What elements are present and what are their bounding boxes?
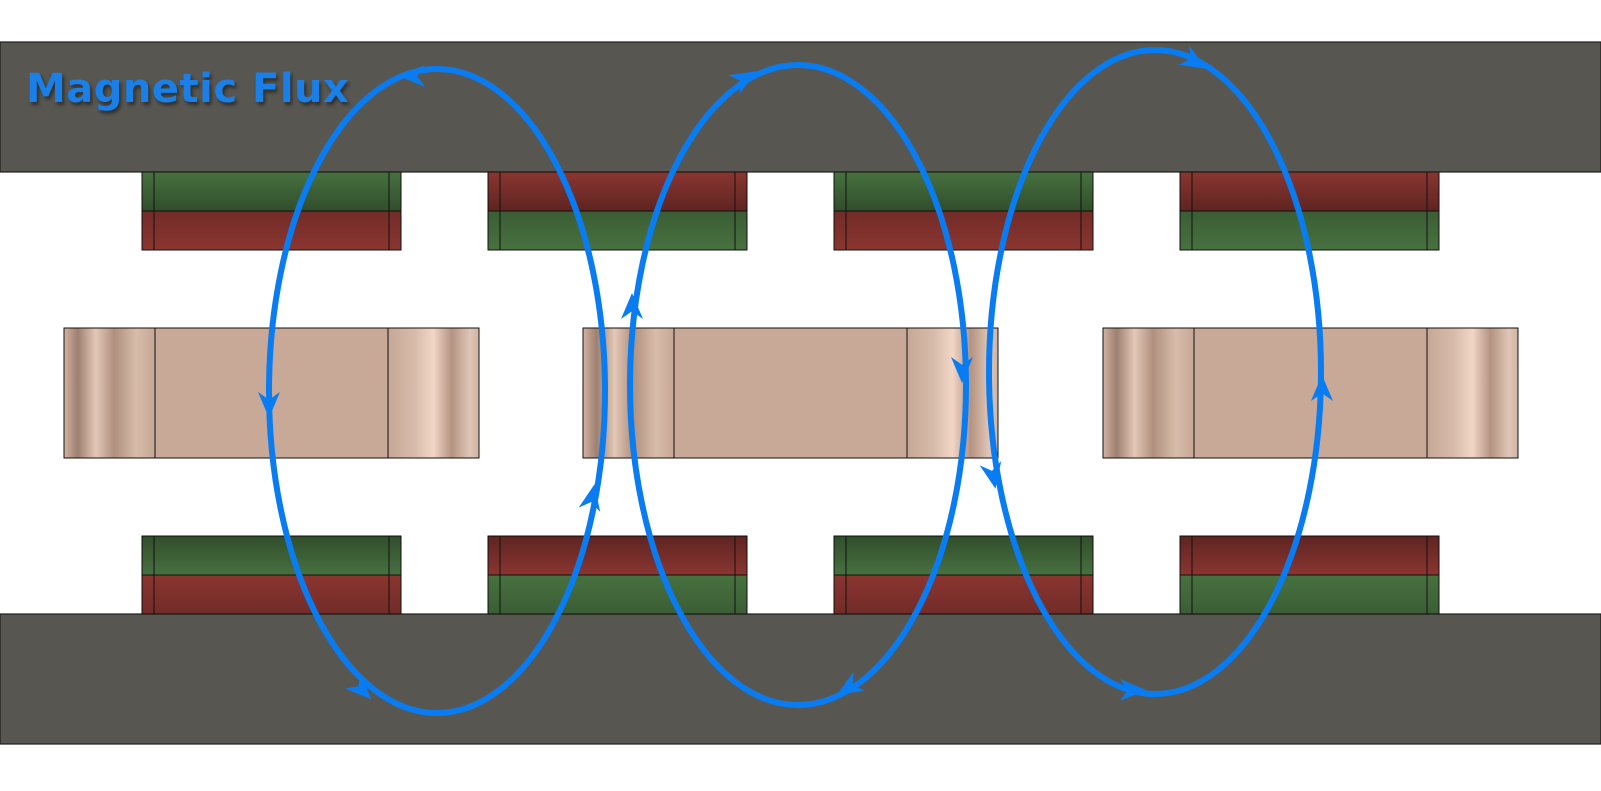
flux-loop-1-arrow-3 <box>345 673 372 700</box>
flux-loop-1-arrow-1 <box>399 65 425 87</box>
flux-loop-2-arrow-4 <box>621 293 643 319</box>
coil-3 <box>1102 327 1519 459</box>
flux-loop-1-arrow-2 <box>258 392 280 418</box>
bottom-back-iron <box>0 613 1601 745</box>
coil-2 <box>582 327 999 459</box>
flux-loop-3 <box>979 45 1333 701</box>
flux-loop-2-arrow-3 <box>836 671 865 695</box>
top-magnet-4 <box>1179 171 1440 251</box>
flux-loop-2-arrow-2 <box>951 357 973 383</box>
flux-loop-3-arrow-4 <box>979 461 1002 489</box>
bottom-magnet-1 <box>141 535 402 615</box>
flux-loop-1-arrow-4 <box>578 484 601 512</box>
top-magnet-2 <box>487 171 748 251</box>
flux-loop-3-arrow-1 <box>1178 45 1207 69</box>
bottom-magnet-3 <box>833 535 1094 615</box>
flux-loop-3-arrow-2 <box>1311 375 1333 401</box>
bottom-magnet-4 <box>1179 535 1440 615</box>
diagram-title: Magnetic Flux <box>26 66 350 112</box>
top-magnet-3 <box>833 171 1094 251</box>
top-magnet-1 <box>141 171 402 251</box>
flux-loop-3-arrow-3 <box>1120 679 1146 701</box>
flux-loop-2 <box>621 62 973 708</box>
flux-loop-2-arrow-1 <box>728 71 757 95</box>
bottom-magnet-2 <box>487 535 748 615</box>
flux-loop-1 <box>258 65 608 716</box>
